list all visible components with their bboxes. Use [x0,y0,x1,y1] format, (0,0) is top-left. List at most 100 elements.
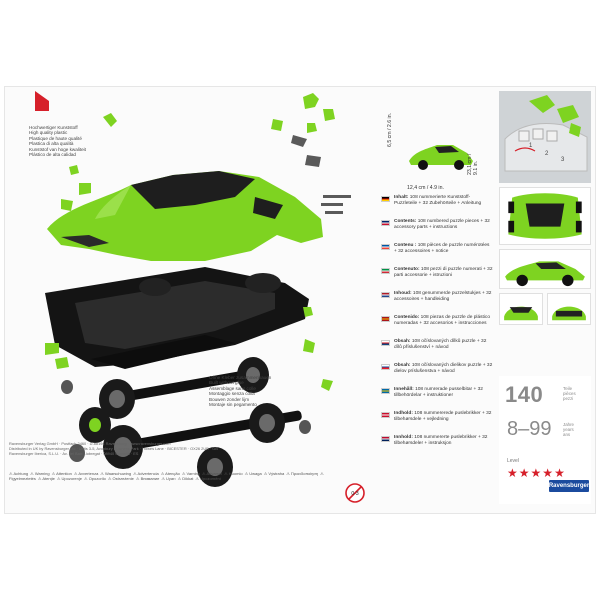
contents-language-nl: Inhoud: 108 genummerde puzzelstukjes + 3… [381,291,493,309]
contents-language-fr: Contenu : 108 pièces de puzzle numérotée… [381,243,493,261]
contents-text: 108 nummerierte Kunststoff-Puzzleteile +… [394,195,482,206]
contents-text: 108 piezas de puzzle de plástico numerad… [394,315,490,326]
contents-language-se: Innehåll: 108 numrerade pusselbitar + 32… [381,387,493,405]
car-body-shell [47,171,323,261]
contents-text: 108 očíslovaných dílků puzzle + 32 dílů … [394,339,487,350]
flag-dk-icon [381,412,390,418]
svg-text:2: 2 [545,151,549,157]
contents-label: Innehåll: [394,387,416,392]
contents-label: Contenuto: [394,267,421,272]
contents-text: 108 očíslovaných dielikov puzzle + 32 di… [394,363,493,374]
flag-es-icon [381,316,390,322]
assembly-detail-photo: 2 1 3 [499,91,591,183]
warning-item: ⚠ Atenção [160,471,180,476]
front-view-photo [499,293,543,325]
dark-parts-top [291,135,351,214]
warning-item: ⚠ Προειδοποίηση [286,471,319,476]
flag-cz-icon [381,340,390,346]
contents-language-sk: Obsah: 108 očíslovaných dielikov puzzle … [381,363,493,381]
warning-item: ⚠ Upozorenje [56,476,82,482]
rear-view-photo [547,293,591,325]
contents-language-gb: Contents: 108 numbered puzzle pieces + 3… [381,219,493,237]
warning-item: ⚠ Dikkat [177,476,194,482]
age-range: 8–99 [507,418,552,440]
contents-language-es: Contenido: 108 piezas de puzzle de plást… [381,315,493,333]
warning-item: ⚠ Upozornění [195,476,221,482]
warning-item: ⚠ Figyelmeztetés [9,471,324,482]
difficulty-stars: ★★★★★ [507,466,566,480]
car-chassis [45,267,309,369]
contents-label: Contenido: [394,315,421,320]
contents-label: Contenu : [394,243,418,248]
warning-item: ⚠ Внимание [135,476,160,482]
contents-text: 108 nummererte puslebrikker + 32 tilbehø… [394,435,488,446]
piece-count: 140 [505,382,544,407]
contents-text: 108 pièces de puzzle numérotées + 32 acc… [394,243,490,254]
warning-item: ⚠ Achtung [9,471,29,476]
flag-gb-icon [381,220,390,226]
product-specs: 140 Teile pièces pezzi 8–99 Jahre years … [499,376,591,504]
manufacturer-fine-print: Ravensburger Verlag GmbH · Postfach 2460… [9,441,218,456]
right-column: 2 1 3 [495,87,595,513]
puzzle-pieces-top [61,93,335,215]
top-view-photo [499,187,591,245]
difficulty-star-icon: ★ [554,466,566,480]
material-note: Hochwertiger Kunststoff High quality pla… [29,125,86,158]
info-column: 6,5 cm / 2.6 in. 12,4 cm / 4.9 in. 23,1 … [375,87,495,513]
svg-text:1: 1 [529,143,533,149]
warning-list: ⚠ Achtung⚠ Warning⚠ Attention⚠ Avvertenz… [9,471,349,481]
side-view-photo [499,249,591,289]
contents-label: Obsah: [394,363,412,368]
choking-hazard-icon: 0-3 [345,483,365,503]
contents-text: 108 numbered puzzle pieces + 32 accessor… [394,219,490,230]
warning-item: ⚠ Ostrzeżenie [107,476,134,482]
brand-corner-icon [35,91,49,111]
age-range-label: Jahre years ans [563,422,574,437]
flag-it-icon [381,268,390,274]
flag-nl-icon [381,292,390,298]
warning-item: ⚠ Attention [51,471,72,476]
flag-se-icon [381,388,390,394]
warning-item: ⚠ Uyarı [161,476,176,482]
warning-item: ⚠ Waarschuwing [100,471,132,476]
difficulty-star-icon: ★ [507,466,519,480]
contents-text: 108 pezzi di puzzle numerati + 32 parti … [394,267,493,278]
svg-text:3: 3 [561,157,565,163]
dimension-depth: 23,1 cm / 9.1 in. [467,153,479,175]
brand-logo: Ravensburger [549,480,589,492]
flag-sk-icon [381,364,390,370]
warning-item: ⚠ Varning [181,471,201,476]
contents-text: 108 numrerade pusselbitar + 32 tillbehör… [394,387,483,398]
flag-de-icon [381,196,390,202]
contents-label: Inhalt: [394,195,410,200]
car-thumbnail [409,145,473,170]
flag-no-icon [381,436,390,442]
wheels-and-axles [61,357,311,487]
warning-item: ⚠ Atenţie [37,476,55,482]
contents-label: Obsah: [394,339,412,344]
contents-language-list: Inhalt: 108 nummerierte Kunststoff-Puzzl… [381,195,493,459]
contents-language-de: Inhalt: 108 nummerierte Kunststoff-Puzzl… [381,195,493,213]
warning-item: ⚠ Warning [30,471,50,476]
side-puzzle-pieces [45,307,333,391]
box-back: Hochwertiger Kunststoff High quality pla… [4,86,596,514]
svg-text:0-3: 0-3 [351,491,358,497]
flag-fr-icon [381,244,390,250]
contents-label: Inhoud: [394,291,413,296]
dimension-height: 6,5 cm / 2.6 in. [387,112,393,147]
contents-text: 108 nummererede puslebrikker + 32 tilbeh… [394,411,492,422]
contents-label: Indhold: [394,411,415,416]
warning-item: ⚠ Advertencia [133,471,159,476]
contents-language-no: Innhold: 108 nummererte puslebrikker + 3… [381,435,493,453]
contents-label: Innhold: [394,435,415,440]
warning-item: ⚠ Opozorilo [84,476,106,482]
warning-item: ⚠ Avvertenza [73,471,99,476]
contents-label: Contents: [394,219,418,224]
difficulty-star-icon: ★ [542,466,555,480]
difficulty-star-icon: ★ [530,466,543,480]
piece-count-label: Teile pièces pezzi [563,386,576,401]
warning-item: ⚠ Výstraha [263,471,285,476]
difficulty-label: Level [507,458,519,464]
contents-text: 108 genummerde puzzelstukjes + 32 access… [394,291,492,302]
